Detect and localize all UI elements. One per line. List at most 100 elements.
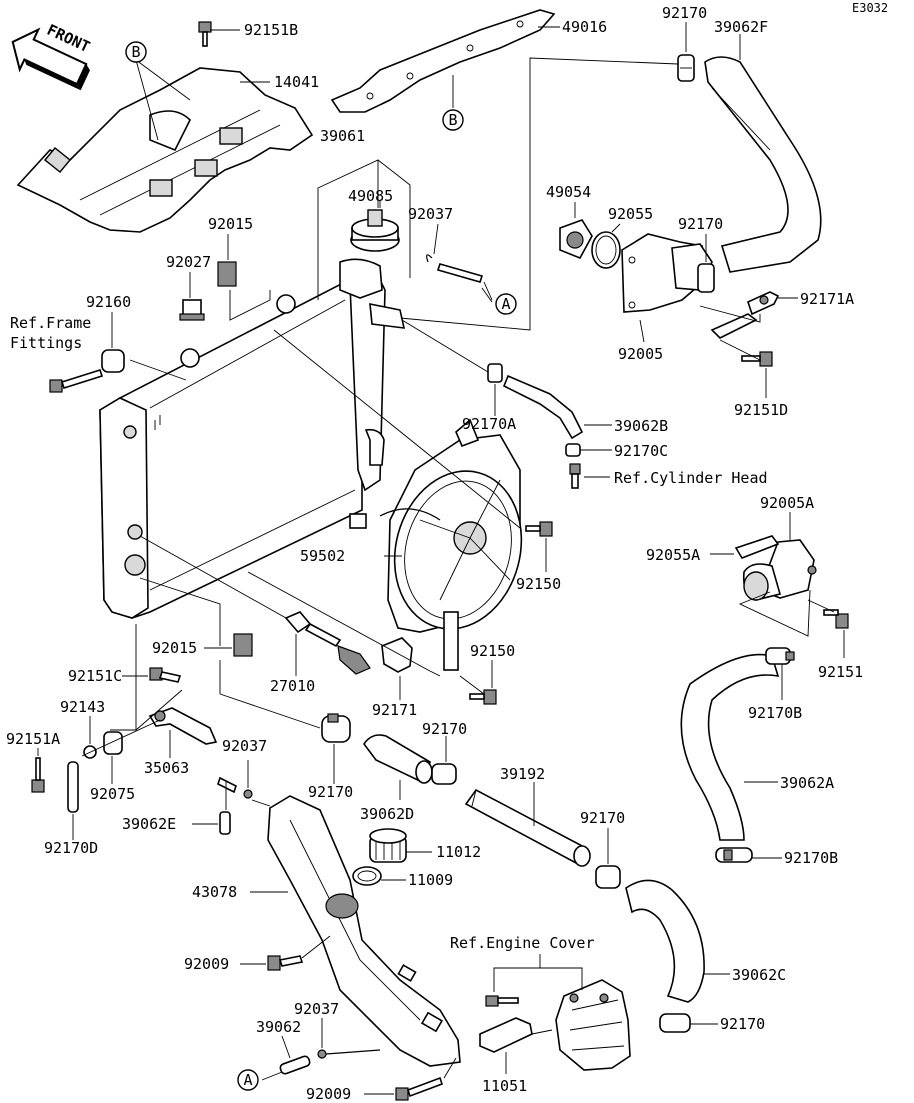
pipe-92037-mid-icon: [217, 776, 253, 799]
svg-text:B: B: [131, 43, 140, 61]
fitting-cylinder-head-icon: [569, 463, 581, 489]
radiator-shroud-part: [16, 67, 314, 233]
hose-39062A-part: [680, 653, 780, 841]
gasket-92055A-icon: [734, 535, 780, 559]
clamp-92170-d-icon: [431, 763, 457, 785]
callout-B-mid-icon: B: [442, 109, 464, 131]
label-92170-mid: 92170: [678, 215, 723, 233]
tank-neck-icon: [325, 893, 359, 919]
clamp-92170-f-icon: [659, 1013, 691, 1033]
label-92151A: 92151A: [6, 730, 60, 748]
clamp-92170-top-icon: [677, 54, 695, 82]
label-92170-e: 92170: [580, 809, 625, 827]
label-14041: 14041: [274, 73, 319, 91]
label-39062E: 39062E: [122, 815, 176, 833]
label-39192: 39192: [500, 765, 545, 783]
hose-39062B-part: [502, 374, 584, 440]
callout-A-top-icon: A: [495, 293, 517, 315]
label-92009-a: 92009: [184, 955, 229, 973]
clamp-92170-e-icon: [595, 865, 621, 889]
diagram-code: E3032: [852, 1, 888, 15]
label-92150-b: 92150: [470, 642, 515, 660]
label-49054: 49054: [546, 183, 591, 201]
label-ref-cylinder-head: Ref.Cylinder Head: [614, 469, 768, 487]
bracket-92171-icon: [381, 637, 413, 673]
grommet-92160-icon: [101, 349, 125, 373]
clamp-92170A-icon: [487, 363, 503, 383]
label-11009: 11009: [408, 871, 453, 889]
hose-39062F-part: [704, 56, 822, 273]
hose-39062D-part: [363, 734, 433, 784]
label-92037-mid: 92037: [222, 737, 267, 755]
callout-A-bottom-icon: A: [237, 1069, 259, 1091]
bolt-92151-icon: [823, 609, 849, 629]
label-49085: 49085: [348, 187, 393, 205]
bolt-92150-a-icon: [525, 521, 553, 537]
reserve-tank-43078-part: [267, 795, 461, 1067]
label-27010: 27010: [270, 677, 315, 695]
label-92150-a: 92150: [516, 575, 561, 593]
clip-92015-top-icon: [217, 261, 237, 287]
label-39062C: 39062C: [732, 966, 786, 984]
label-92171A: 92171A: [800, 290, 854, 308]
bolt-92009-b-icon: [395, 1076, 444, 1101]
label-ref-frame-2: Fittings: [10, 334, 82, 352]
label-39062B: 39062B: [614, 417, 668, 435]
label-43078: 43078: [192, 883, 237, 901]
label-92015-top: 92015: [208, 215, 253, 233]
label-92005A: 92005A: [760, 494, 814, 512]
bracket-35063-part: [148, 707, 218, 745]
label-92151B: 92151B: [244, 21, 298, 39]
label-92027: 92027: [166, 253, 211, 271]
label-92170-c: 92170: [422, 720, 467, 738]
bracket-92171A-icon: [710, 291, 780, 339]
seal-11009-icon: [352, 866, 382, 886]
svg-text:B: B: [448, 111, 457, 129]
label-92151D: 92151D: [734, 401, 788, 419]
bracket-11051-part: [479, 1017, 533, 1053]
bolt-92009-a-icon: [267, 955, 304, 971]
clamp-92170B-b-icon: [715, 847, 753, 863]
label-11051: 11051: [482, 1077, 527, 1095]
label-92170-f: 92170: [720, 1015, 765, 1033]
housing-92005A-part: [742, 539, 817, 601]
bolt-engine-cover-icon: [485, 995, 519, 1007]
clamp-92170C-icon: [565, 443, 581, 457]
pipe-92037-top-icon: [426, 254, 484, 283]
label-39062A: 39062A: [780, 774, 834, 792]
pipe-39062-icon: [279, 1055, 311, 1075]
label-39061: 39061: [320, 127, 365, 145]
hose-39062C-part: [625, 879, 705, 1003]
grommet-92027-icon: [179, 299, 205, 321]
label-92170B-a: 92170B: [748, 704, 802, 722]
label-92151C: 92151C: [68, 667, 122, 685]
label-92170D: 92170D: [44, 839, 98, 857]
front-arrow-icon: [11, 27, 90, 91]
label-35063: 35063: [144, 759, 189, 777]
pipe-39192-part: [464, 788, 591, 867]
label-92055A: 92055A: [646, 546, 700, 564]
sensor-27010-icon: [284, 611, 371, 675]
label-39062D: 39062D: [360, 805, 414, 823]
grommet-92075-icon: [103, 731, 123, 755]
label-92170B-b: 92170B: [784, 849, 838, 867]
bolt-92150-b-icon: [469, 689, 497, 705]
bolt-92151A-icon: [31, 757, 45, 793]
pipe-39062E-icon: [219, 780, 231, 835]
label-92075: 92075: [90, 785, 135, 803]
radiator-cap-49085-icon: [350, 209, 400, 252]
label-11012: 11012: [436, 843, 481, 861]
clip-92015-bottom-icon: [233, 633, 253, 657]
gasket-92055-icon: [591, 231, 621, 269]
label-59502: 59502: [300, 547, 345, 565]
fan-assembly-59502-part: [387, 418, 523, 671]
label-92009-b: 92009: [306, 1085, 351, 1103]
label-92005: 92005: [618, 345, 663, 363]
bracket-49016-part: [330, 9, 556, 113]
label-92015-bottom: 92015: [152, 639, 197, 657]
label-92055: 92055: [608, 205, 653, 223]
label-92160: 92160: [86, 293, 131, 311]
clamp-92170-mid-icon: [697, 263, 715, 293]
